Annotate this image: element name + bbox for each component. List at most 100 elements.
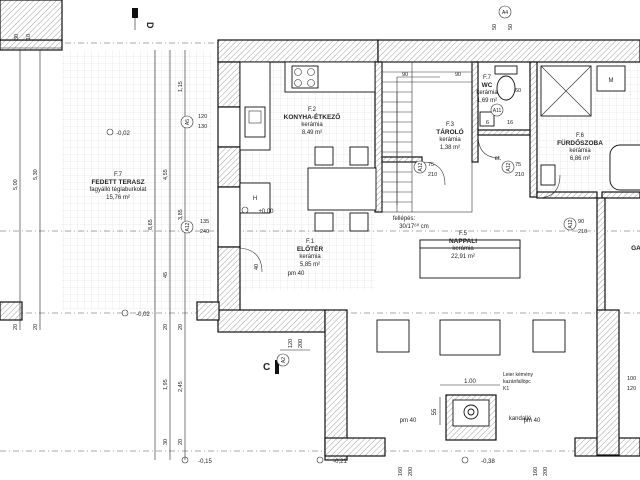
svg-text:45: 45 xyxy=(163,272,169,278)
room-storage: F.3 TÁROLÓ kerámia 1,38 m² xyxy=(436,122,463,151)
door-wc-arc xyxy=(477,134,501,159)
room-bathroom: F.6 FÜRDŐSZOBA kerámia 6,86 m² xyxy=(557,133,603,162)
elev-terrace-2: -0,02 xyxy=(136,312,150,318)
storage-area: 1,38 m² xyxy=(440,145,460,151)
living-area: 22,91 m² xyxy=(451,254,475,260)
armchair-right xyxy=(532,319,566,353)
pm-left: pm 40 xyxy=(400,418,417,424)
wc-code: F.7 xyxy=(483,75,492,81)
svg-text:90: 90 xyxy=(455,72,461,78)
stair-arrow xyxy=(396,76,440,205)
elev-bottom-3: -0,38 xyxy=(481,459,495,465)
hob xyxy=(291,65,319,89)
dimension-numbers: 50 50 10 30 90 90 120 130 135 240 75 210… xyxy=(13,24,636,476)
svg-text:75: 75 xyxy=(515,162,521,168)
wall-living-left xyxy=(324,309,348,461)
et-note: et. xyxy=(495,156,502,162)
hall-code: F.1 xyxy=(306,239,315,245)
svg-text:30: 30 xyxy=(14,34,20,40)
room-kitchen: F.2 KONYHA-ÉTKEZŐ kerámia 8,49 m² xyxy=(284,107,341,136)
wall-bath-bottom xyxy=(536,191,598,199)
svg-text:6: 6 xyxy=(486,120,489,126)
elev-bottom-2: -0,21 xyxy=(333,459,347,465)
storage-name: TÁROLÓ xyxy=(436,127,463,136)
section-c-label: C xyxy=(263,362,270,373)
storage-code: F.3 xyxy=(446,122,455,128)
svg-text:A2: A2 xyxy=(281,357,287,363)
wall-kitchen-left xyxy=(217,61,241,108)
wall-terrace-top xyxy=(0,39,63,51)
bathroom-name: FÜRDŐSZOBA xyxy=(557,138,603,147)
pm-hall: pm 40 xyxy=(288,271,305,277)
terrace-floor xyxy=(62,50,212,310)
door-storage-arc xyxy=(421,161,446,186)
svg-text:210: 210 xyxy=(515,172,524,178)
svg-text:20: 20 xyxy=(33,324,39,330)
tag-a12-ga: A12 xyxy=(563,217,577,231)
wall-wc-right xyxy=(529,61,538,198)
wall-wc-left xyxy=(471,61,479,163)
svg-text:50: 50 xyxy=(508,24,514,30)
svg-text:A12: A12 xyxy=(185,222,191,231)
wall-living-right xyxy=(596,309,620,456)
wall-hall-bottom xyxy=(217,309,326,333)
wc-area: 1,69 m² xyxy=(477,98,497,104)
door-bath-arc xyxy=(536,174,561,199)
chimney-inner xyxy=(467,408,475,416)
window-hall xyxy=(217,186,241,248)
living-code: F.5 xyxy=(459,231,468,237)
living-material: kerámia xyxy=(452,246,474,252)
chair-1 xyxy=(314,146,334,166)
room-wc: F.7 WC kerámia 1,69 m² xyxy=(476,75,498,104)
svg-text:A11: A11 xyxy=(493,108,502,114)
burner-4 xyxy=(307,79,315,87)
bathtub xyxy=(609,144,640,191)
svg-text:8,65: 8,65 xyxy=(148,219,154,230)
svg-text:30: 30 xyxy=(163,439,169,445)
svg-text:210: 210 xyxy=(578,229,587,235)
terrace-material: fagyálló téglaburkolat xyxy=(90,187,147,193)
shower-diag-2 xyxy=(540,65,592,117)
terrace-code: F.7 xyxy=(114,172,123,178)
elevation-markers xyxy=(106,128,469,464)
svg-text:60: 60 xyxy=(515,88,521,94)
hall-material: kerámia xyxy=(299,254,321,260)
svg-text:1,95: 1,95 xyxy=(163,379,169,390)
svg-text:20: 20 xyxy=(13,324,19,330)
storage-material: kerámia xyxy=(439,137,461,143)
svg-text:5,30: 5,30 xyxy=(33,169,39,180)
kitchen-area: 8,49 m² xyxy=(302,130,322,136)
svg-text:20: 20 xyxy=(163,324,169,330)
dim-100-label: 1.00 xyxy=(464,379,476,385)
window-kitchen xyxy=(217,106,241,148)
svg-text:A12: A12 xyxy=(418,162,424,171)
room-terrace: F.7 FEDETT TERASZ fagyálló téglaburkolat… xyxy=(90,172,147,201)
wall-bath-bottom2 xyxy=(601,191,640,199)
wc-tank xyxy=(494,65,518,75)
fridge xyxy=(239,182,271,214)
terrace-area: 15,76 m² xyxy=(106,195,130,201)
terrace-name: FEDETT TERASZ xyxy=(91,179,144,186)
svg-text:4,55: 4,55 xyxy=(163,169,169,180)
chimney-note-3: K1 xyxy=(503,386,509,392)
wc-material: kerámia xyxy=(476,90,498,96)
tag-a11: A11 xyxy=(490,103,504,117)
pm-right: pm 40 xyxy=(524,418,541,424)
wall-corner-block xyxy=(0,0,63,41)
hall-area: 5,85 m² xyxy=(300,262,320,268)
svg-text:90: 90 xyxy=(578,219,584,225)
section-c-mark xyxy=(275,360,279,374)
svg-text:10: 10 xyxy=(26,34,32,40)
tag-a4: A4 xyxy=(498,5,512,19)
svg-text:130: 130 xyxy=(198,124,207,130)
hall-name: ELŐTÉR xyxy=(297,244,324,253)
section-d-label: D xyxy=(145,22,155,29)
room-ga-code: GA xyxy=(631,245,640,252)
kitchen-h-label: H xyxy=(253,196,257,202)
svg-text:120: 120 xyxy=(288,339,294,348)
fireplace-label: kandalló xyxy=(509,416,532,422)
svg-text:120: 120 xyxy=(627,386,636,392)
chair-2 xyxy=(349,146,369,166)
stair-dim-note: 30/17⁶⁰ cm xyxy=(399,223,429,230)
sink-bowl xyxy=(248,110,262,124)
